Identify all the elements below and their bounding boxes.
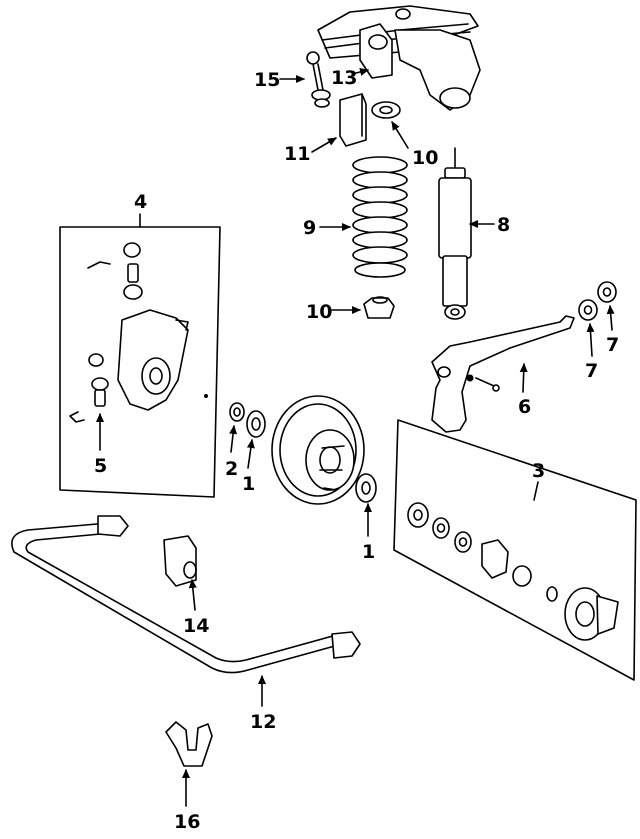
callout-2: 2 [225, 458, 238, 480]
steering-knuckle-assembly [59, 226, 221, 498]
callout-1-left: 1 [242, 473, 255, 495]
upper-insulator [371, 101, 401, 119]
callout-labels: 15 13 11 10 9 8 10 4 5 2 1 1 3 6 7 7 14 … [94, 67, 619, 833]
callout-4: 4 [134, 191, 147, 213]
brake-rotor [271, 395, 365, 505]
callout-7-right: 7 [606, 334, 619, 356]
callout-11: 11 [284, 143, 310, 165]
coil-spring [352, 156, 408, 278]
radius-arm [431, 315, 575, 433]
callout-5: 5 [94, 455, 107, 477]
hub-assembly-box [393, 419, 637, 681]
frame-bracket [317, 5, 481, 111]
jounce-bumper [339, 93, 367, 147]
bearing-and-seal-left [229, 402, 266, 438]
stabilizer-bushing [163, 535, 197, 587]
radius-arm-bushings [578, 281, 617, 321]
callout-14: 14 [183, 615, 209, 637]
stabilizer-link [306, 51, 331, 108]
callout-15: 15 [254, 69, 280, 91]
stabilizer-bar [11, 515, 361, 674]
shock-absorber [438, 147, 472, 320]
callout-leaders [96, 68, 615, 807]
callout-1-right: 1 [362, 541, 375, 563]
callout-10-upper: 10 [412, 147, 438, 169]
callout-13: 13 [331, 67, 357, 89]
callout-7-left: 7 [585, 360, 598, 382]
stabilizer-bracket [165, 721, 213, 767]
callout-6: 6 [518, 396, 531, 418]
callout-9: 9 [303, 217, 316, 239]
callout-16: 16 [174, 811, 200, 833]
outer-wheel-bearing [355, 473, 377, 503]
callout-12: 12 [250, 711, 276, 733]
callout-3: 3 [532, 460, 545, 482]
callout-8: 8 [497, 214, 510, 236]
lower-insulator [363, 296, 395, 319]
callout-10-lower: 10 [306, 301, 332, 323]
